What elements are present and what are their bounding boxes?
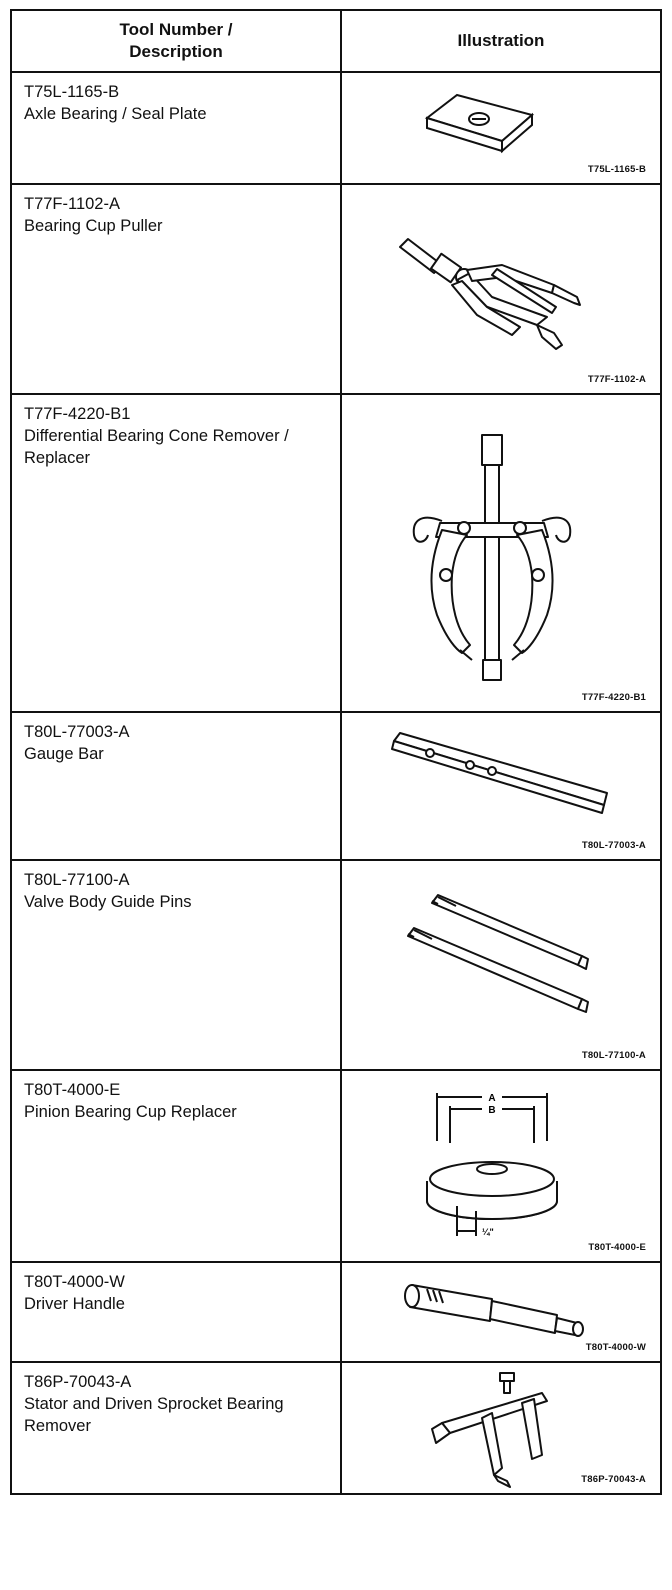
tool-description: Gauge Bar: [24, 745, 104, 763]
tool-table: Tool Number / Description Illustration T…: [10, 9, 662, 1495]
illustration-label: T80T-4000-W: [585, 1342, 646, 1353]
table-header-row: Tool Number / Description Illustration: [12, 11, 660, 71]
dim-b: B: [488, 1105, 495, 1116]
illustration-cell: T80L-77003-A: [342, 713, 660, 859]
illustration-label: T80L-77100-A: [581, 1050, 646, 1061]
tool-description: Bearing Cup Puller: [24, 217, 163, 235]
tool-number: T75L-1165-B: [24, 83, 120, 101]
illustration-cell: T77F-4220-B1: [342, 395, 660, 711]
illustration-label: T75L-1165-B: [587, 164, 646, 175]
tool-number: T80T-4000-E: [24, 1081, 121, 1099]
column-header-illustration: Illustration: [457, 31, 545, 50]
gauge-bar-illustration: [391, 732, 608, 814]
tool-number: T80T-4000-W: [24, 1273, 125, 1291]
illustration-cell: T80L-77100-A: [342, 861, 660, 1069]
tool-number: T77F-4220-B1: [24, 405, 131, 423]
table-row: T80L-77100-A Valve Body Guide Pins T80L-…: [12, 859, 660, 1069]
illustration-cell: T77F-1102-A: [342, 185, 660, 393]
tool-cell: T80L-77100-A Valve Body Guide Pins: [12, 861, 342, 1069]
tool-description: Valve Body Guide Pins: [24, 893, 192, 911]
tool-cell: T80L-77003-A Gauge Bar: [12, 713, 342, 859]
tool-description: Differential Bearing Cone Remover / Repl…: [24, 427, 289, 467]
tool-number: T86P-70043-A: [24, 1373, 132, 1391]
table-row: T77F-1102-A Bearing Cup Puller T77F-1102…: [12, 183, 660, 393]
illustration-cell: T80T-4000-W: [342, 1263, 660, 1361]
bearing-cone-puller-illustration: [412, 434, 572, 681]
tool-description: Pinion Bearing Cup Replacer: [24, 1103, 237, 1121]
illustration-cell: T86P-70043-A: [342, 1363, 660, 1493]
tool-description: Stator and Driven Sprocket Bearing Remov…: [24, 1395, 284, 1435]
header-line-1: Tool Number /: [119, 20, 233, 39]
cup-replacer-illustration: A B ¼": [426, 1093, 558, 1237]
illustration-label: T80L-77003-A: [581, 840, 646, 851]
tool-cell: T80T-4000-W Driver Handle: [12, 1263, 342, 1361]
header-line-2: Description: [129, 42, 223, 61]
driver-handle-illustration: [404, 1284, 584, 1337]
illustration-cell: T75L-1165-B: [342, 73, 660, 183]
table-row: T80T-4000-E Pinion Bearing Cup Replacer: [12, 1069, 660, 1261]
tool-cell: T77F-1102-A Bearing Cup Puller: [12, 185, 342, 393]
tool-description: Axle Bearing / Seal Plate: [24, 105, 207, 123]
table-row: T75L-1165-B Axle Bearing / Seal Plate T7…: [12, 71, 660, 183]
tool-number: T77F-1102-A: [24, 195, 120, 213]
puller-illustration: [399, 238, 581, 350]
dim-c: ¼": [482, 1227, 494, 1237]
tool-cell: T77F-4220-B1 Differential Bearing Cone R…: [12, 395, 342, 711]
illustration-label: T86P-70043-A: [581, 1474, 646, 1485]
tool-description: Driver Handle: [24, 1295, 125, 1313]
tool-cell: T86P-70043-A Stator and Driven Sprocket …: [12, 1363, 342, 1493]
table-row: T86P-70043-A Stator and Driven Sprocket …: [12, 1361, 660, 1493]
column-header-tool-number: Tool Number / Description: [12, 11, 342, 71]
illustration-cell: A B ¼" T80T-4000-E: [342, 1071, 660, 1261]
tool-number: T80L-77003-A: [24, 723, 130, 741]
illustration-label: T77F-4220-B1: [581, 692, 646, 703]
tool-cell: T80T-4000-E Pinion Bearing Cup Replacer: [12, 1071, 342, 1261]
guide-pins-illustration: [407, 894, 589, 1013]
tool-number: T80L-77100-A: [24, 871, 130, 889]
table-row: T77F-4220-B1 Differential Bearing Cone R…: [12, 393, 660, 711]
table-row: T80L-77003-A Gauge Bar T80L-77003-A: [12, 711, 660, 859]
bearing-remover-illustration: [431, 1372, 548, 1488]
table-row: T80T-4000-W Driver Handle T80T-4000-W: [12, 1261, 660, 1361]
seal-plate-illustration: [424, 93, 535, 154]
illustration-label: T80T-4000-E: [588, 1242, 646, 1253]
illustration-label: T77F-1102-A: [587, 374, 646, 385]
dim-a: A: [488, 1093, 495, 1104]
tool-cell: T75L-1165-B Axle Bearing / Seal Plate: [12, 73, 342, 183]
